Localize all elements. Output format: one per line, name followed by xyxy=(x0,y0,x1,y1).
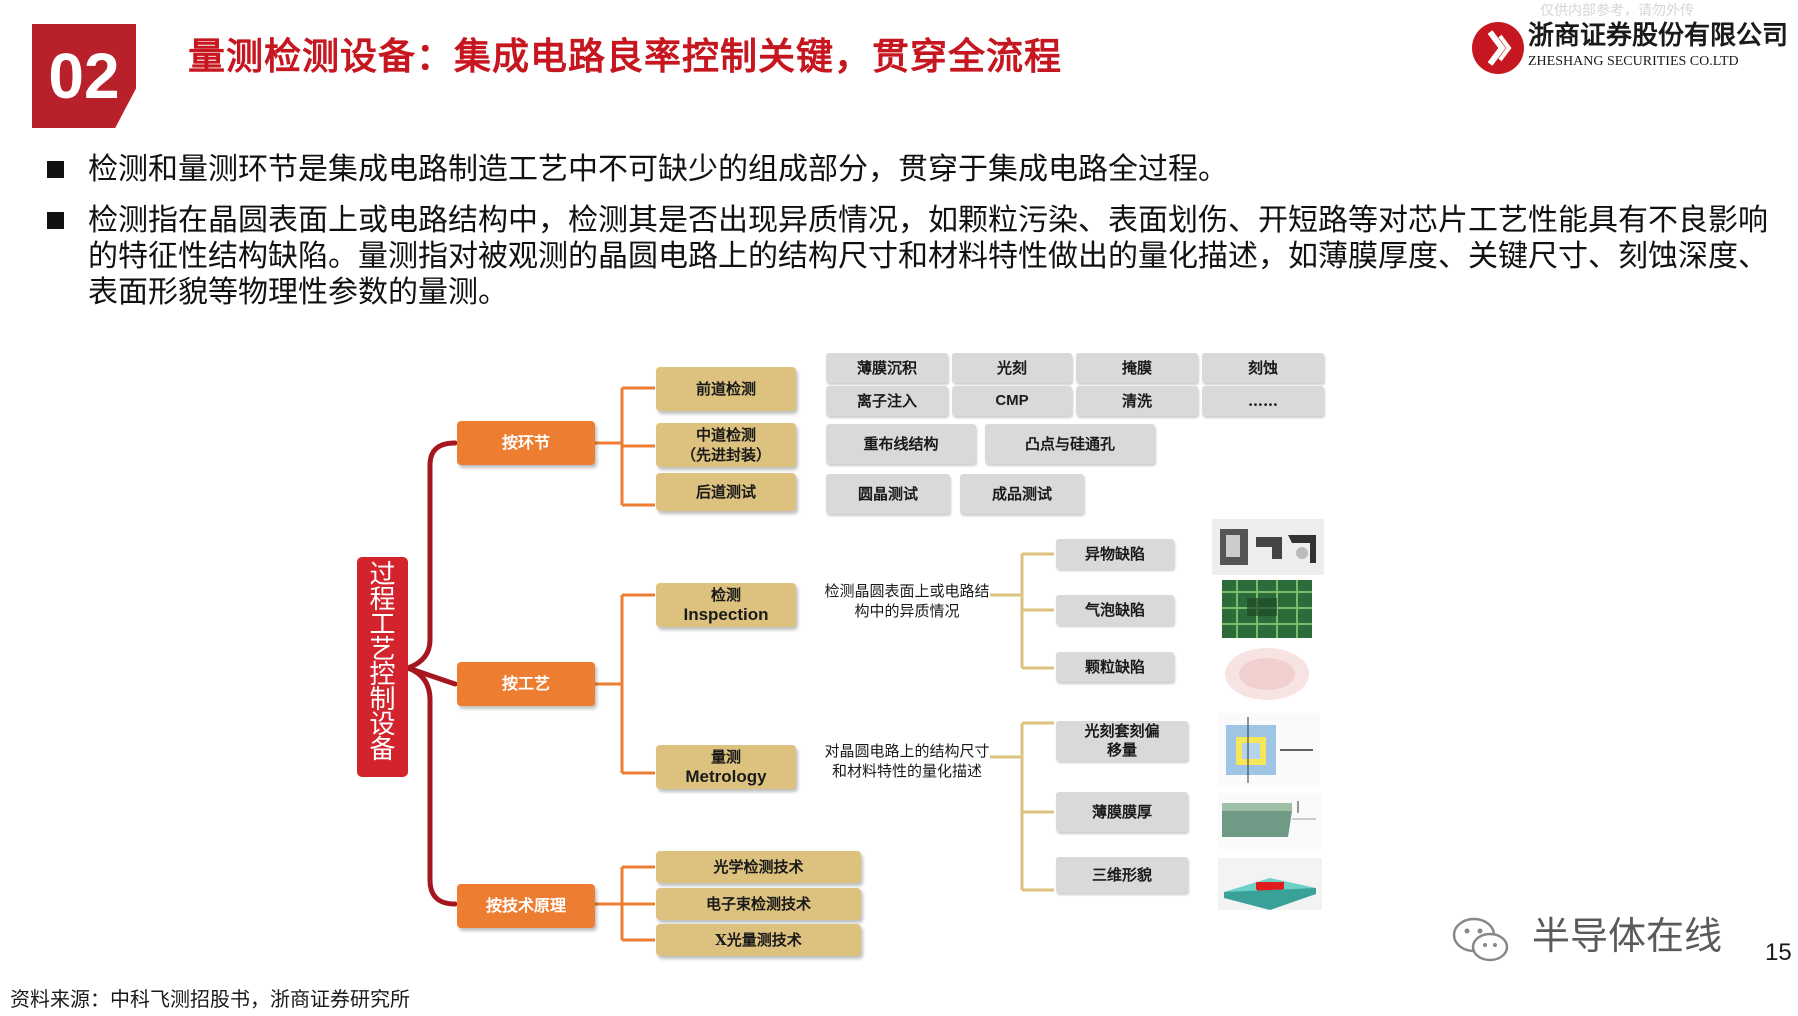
node-optical-inspection: 光学检测技术 xyxy=(656,851,861,883)
node-ebeam-inspection: 电子束检测技术 xyxy=(656,888,861,920)
chip-inspection-item: 颗粒缺陷 xyxy=(1056,652,1174,682)
inspection-label-en: Inspection xyxy=(683,605,769,624)
bullet-square-icon xyxy=(47,212,64,229)
inspection-description: 检测晶圆表面上或电路结构中的异质情况 xyxy=(824,582,990,620)
chip-back-item: 圆晶测试 xyxy=(826,474,950,514)
company-logo-icon xyxy=(1472,22,1524,74)
chip-metrology-item: 三维形貌 xyxy=(1056,857,1188,893)
chip-front-item: 离子注入 xyxy=(826,386,948,416)
metrology-description: 对晶圆电路上的结构尺寸和材料特性的量化描述 xyxy=(824,742,990,780)
chip-inspection-item: 气泡缺陷 xyxy=(1056,595,1174,625)
chip-inspection-item: 异物缺陷 xyxy=(1056,539,1174,569)
company-name-cn: 浙商证券股份有限公司 xyxy=(1528,21,1789,51)
root-label: 过程工艺控制设备 xyxy=(369,560,396,765)
bullet-text-2: 检测指在晶圆表面上或电路结构中，检测其是否出现异质情况，如颗粒污染、表面划伤、开… xyxy=(88,203,1768,310)
middle-inspection-label: 中道检测 xyxy=(695,426,756,444)
foreign-defect-image xyxy=(1212,519,1324,575)
chip-front-item: CMP xyxy=(952,386,1072,416)
node-back-testing: 后道测试 xyxy=(656,473,796,511)
film-thickness-image xyxy=(1218,793,1322,849)
bubble-defect-image xyxy=(1222,580,1312,638)
chip-back-item: 成品测试 xyxy=(960,474,1084,514)
diagram-root-node: 过程工艺控制设备 xyxy=(357,557,408,777)
inspection-label-cn: 检测 xyxy=(710,586,741,604)
overlay-label-line2: 移量 xyxy=(1106,741,1137,759)
node-by-stage: 按环节 xyxy=(457,421,595,465)
node-metrology: 量测 Metrology xyxy=(656,745,796,789)
bullet-square-icon xyxy=(47,161,64,178)
node-inspection: 检测 Inspection xyxy=(656,583,796,627)
chip-middle-item: 重布线结构 xyxy=(826,424,976,464)
chip-front-item: 薄膜沉积 xyxy=(826,353,948,383)
chip-front-item: …… xyxy=(1202,386,1324,416)
chip-middle-item: 凸点与硅通孔 xyxy=(985,424,1155,464)
front-inspection-label: 前道检测 xyxy=(695,380,756,398)
node-front-inspection: 前道检测 xyxy=(656,367,796,411)
chip-front-item: 刻蚀 xyxy=(1202,353,1324,383)
chip-front-item: 掩膜 xyxy=(1076,353,1198,383)
middle-inspection-sublabel: （先进封装） xyxy=(680,446,771,464)
chip-front-item: 光刻 xyxy=(952,353,1072,383)
3d-topography-image xyxy=(1218,858,1322,910)
section-number-badge: 02 xyxy=(32,24,136,128)
metrology-label-cn: 量测 xyxy=(710,748,741,766)
chip-metrology-item: 光刻套刻偏 移量 xyxy=(1056,721,1188,761)
node-xray-metrology: X光量测技术 xyxy=(656,924,861,956)
wechat-icon xyxy=(1450,915,1512,965)
overlay-label-line1: 光刻套刻偏 xyxy=(1084,722,1160,740)
page-number: 15 xyxy=(1765,939,1792,966)
company-name-en: ZHESHANG SECURITIES CO.LTD xyxy=(1528,54,1739,69)
node-by-principle: 按技术原理 xyxy=(457,884,595,928)
source-note: 资料来源：中科飞测招股书，浙商证券研究所 xyxy=(10,987,410,1011)
node-middle-inspection: 中道检测 （先进封装） xyxy=(656,423,796,467)
page-title: 量测检测设备：集成电路良率控制关键，贯穿全流程 xyxy=(188,35,1062,78)
brand-watermark: 半导体在线 xyxy=(1532,914,1723,958)
back-testing-label: 后道测试 xyxy=(695,483,756,501)
node-by-process: 按工艺 xyxy=(457,662,595,706)
overlay-shift-image xyxy=(1218,713,1320,787)
particle-defect-image xyxy=(1218,643,1316,705)
metrology-label-en: Metrology xyxy=(685,767,767,786)
chip-metrology-item: 薄膜膜厚 xyxy=(1056,792,1188,832)
watermark: 仅供内部参考，请勿外传 xyxy=(1540,3,1694,19)
chip-front-item: 清洗 xyxy=(1076,386,1198,416)
bullet-text-1: 检测和量测环节是集成电路制造工艺中不可缺少的组成部分，贯穿于集成电路全过程。 xyxy=(88,152,1228,187)
